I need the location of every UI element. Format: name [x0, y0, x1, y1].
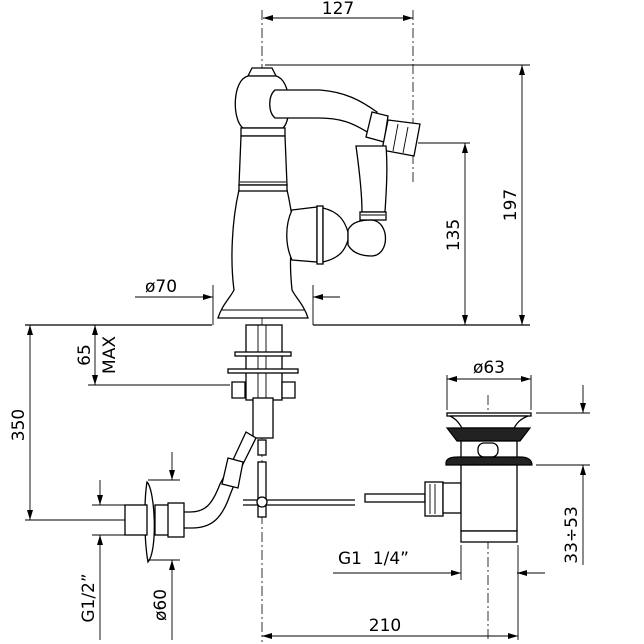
dim-135: 135	[444, 219, 464, 251]
dim-65: 65	[75, 344, 95, 366]
dim-drain-thread: G1 1/4”	[338, 549, 409, 569]
dimension-labels: 127 197 135 ø70 65 MAX 350 G1/2” ø60 210…	[9, 0, 582, 636]
dim-inlet-thread: G1/2”	[79, 573, 99, 622]
dimension-lines	[25, 15, 590, 640]
dim-127: 127	[322, 0, 354, 19]
dim-drain-diameter: ø63	[473, 358, 505, 378]
drain-waste	[445, 412, 533, 543]
dim-flange-diameter: ø60	[151, 589, 171, 621]
dim-350: 350	[9, 409, 29, 441]
dim-base-diameter: ø70	[145, 277, 177, 297]
dim-drain-range: 33÷53	[562, 506, 582, 564]
faucet-body	[217, 67, 421, 319]
dim-197: 197	[501, 189, 521, 221]
mounting-parts	[124, 324, 355, 564]
dim-max: MAX	[100, 336, 120, 374]
dim-210: 210	[369, 616, 401, 636]
pop-up-rod	[364, 481, 462, 517]
